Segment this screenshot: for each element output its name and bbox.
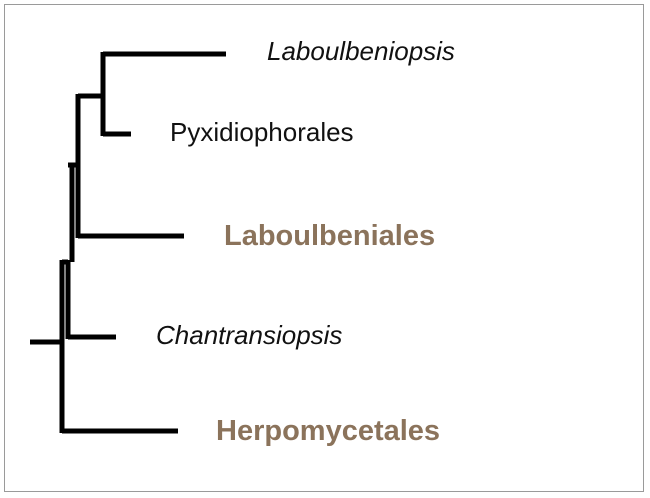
taxon-label-chantransiopsis: Chantransiopsis [156, 320, 343, 350]
taxon-label-herpomycetales: Herpomycetales [216, 415, 441, 447]
taxon-label-laboulbeniales: Laboulbeniales [224, 220, 436, 252]
taxon-label-pyxidiophorales: Pyxidiophorales [170, 117, 354, 147]
taxon-label-laboulbeniopsis: Laboulbeniopsis [267, 36, 455, 66]
diagram-frame [4, 4, 644, 492]
